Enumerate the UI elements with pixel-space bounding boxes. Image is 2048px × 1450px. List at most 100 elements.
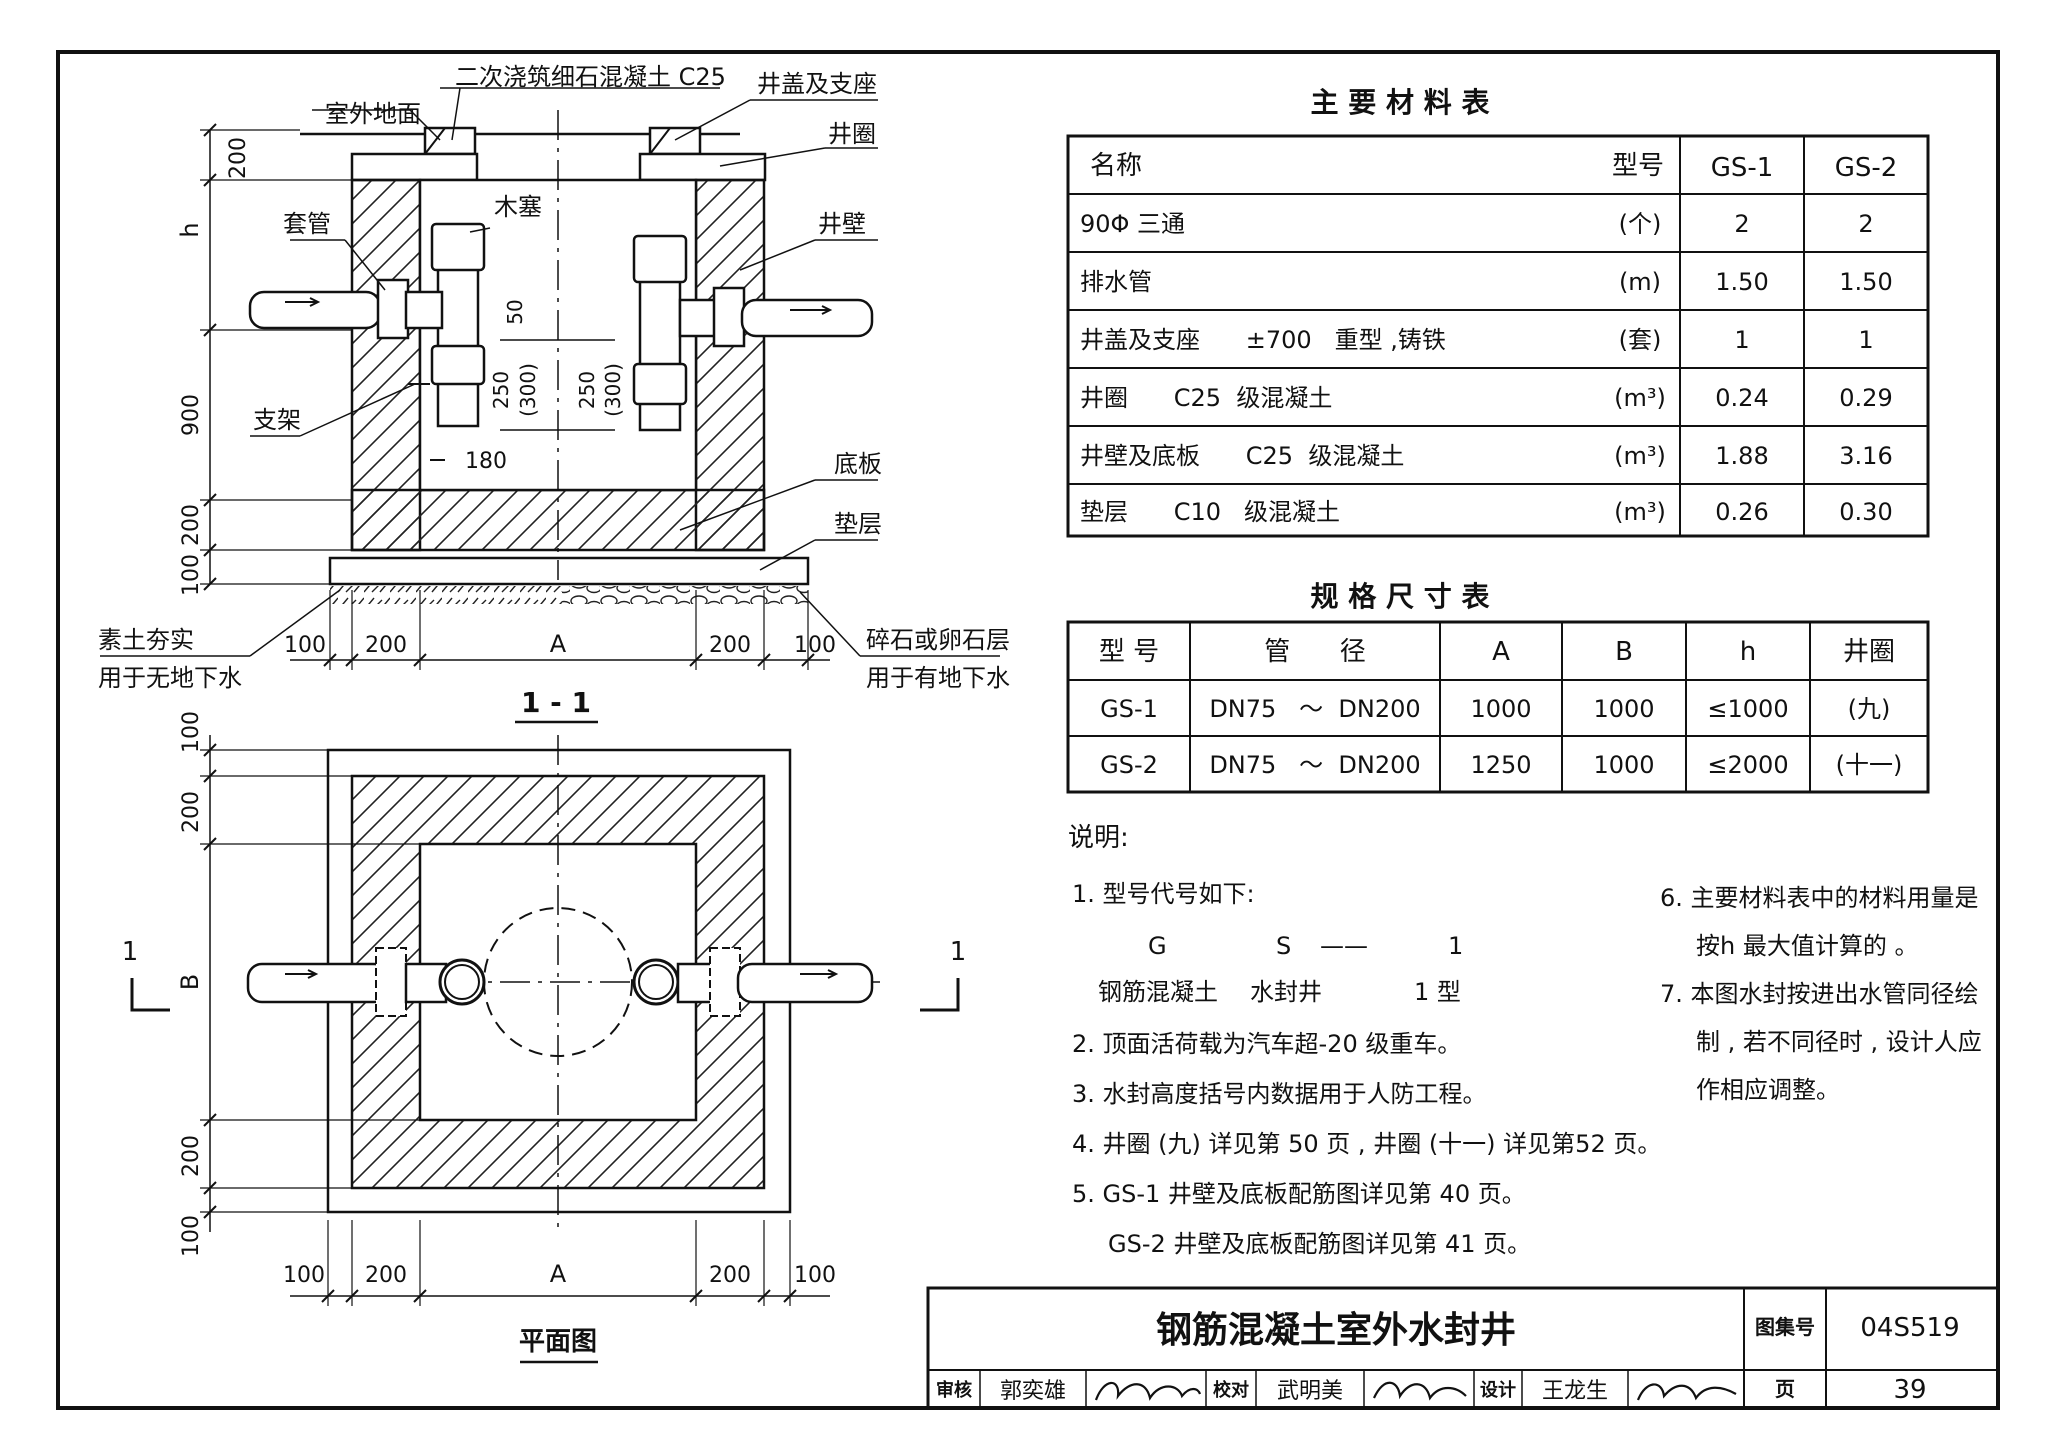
specs-row: GS-1 DN75 ～ DN200 1000 1000 ≤1000 (九) (1100, 695, 1890, 723)
cut-marker-right (920, 978, 960, 1012)
svg-text:1000: 1000 (1470, 695, 1531, 723)
dim-200-top: 200 (226, 137, 251, 179)
materials-title: 主 要 材 料 表 (1311, 86, 1490, 119)
materials-row: 排水管 (m) 1.50 1.50 (1080, 268, 1893, 296)
specs-row: GS-2 DN75 ～ DN200 1250 1000 ≤2000 (十一) (1100, 751, 1902, 779)
note-3: 3. 水封高度括号内数据用于人防工程。 (1072, 1080, 1487, 1108)
svg-text:0.30: 0.30 (1839, 498, 1892, 526)
plan-tee-right (632, 958, 680, 1006)
section-1-1: 室外地面 二次浇筑细石混凝土 C25 井盖及支座 井圈 井壁 套管 木塞 支架 … (98, 63, 1010, 724)
plan-dim-100-right: 100 (794, 1263, 836, 1288)
dim-900: 900 (179, 394, 204, 436)
svg-text:0.29: 0.29 (1839, 384, 1892, 412)
plan-dim-B: B (176, 974, 204, 990)
svg-text:≤1000: ≤1000 (1707, 695, 1788, 723)
svg-text:井盖及支座 ±700 重型 ,铸铁: 井盖及支座 ±700 重型 ,铸铁 (1080, 326, 1446, 354)
svg-text:井圈: 井圈 (1843, 637, 1895, 667)
label-soil-note: 用于无地下水 (98, 664, 242, 692)
svg-text:1.88: 1.88 (1715, 442, 1768, 470)
note-code-label-1: 钢筋混凝土 (1098, 978, 1218, 1006)
dim-50: 50 (503, 299, 527, 324)
well-ring-left (350, 152, 479, 182)
materials-header-name: 名称 (1090, 151, 1142, 181)
well-wall-right (694, 178, 766, 552)
checker-name: 武明美 (1277, 1379, 1343, 1404)
svg-text:管 径: 管 径 (1264, 637, 1366, 667)
dim-250-right: 250 (575, 371, 599, 409)
materials-row: 垫层 C10 级混凝土 (m³) 0.26 0.30 (1080, 498, 1893, 526)
svg-text:0.24: 0.24 (1715, 384, 1768, 412)
label-wall: 井壁 (818, 210, 866, 238)
svg-text:1000: 1000 (1593, 695, 1654, 723)
cushion-layer (328, 556, 810, 586)
plan-title: 平面图 (519, 1327, 597, 1357)
wood-plug (430, 222, 486, 272)
svg-text:GS-2: GS-2 (1100, 751, 1158, 779)
notes-heading: 说明: (1068, 823, 1129, 853)
sleeve-right (712, 286, 746, 348)
sleeve-left (376, 278, 410, 340)
plan-tee-left (438, 958, 486, 1006)
svg-text:3.16: 3.16 (1839, 442, 1892, 470)
check-label: 校对 (1213, 1379, 1249, 1401)
plan-view: 1 1 100 200 B 200 100 100 (122, 711, 966, 1364)
label-cushion: 垫层 (834, 510, 882, 538)
materials-header-gs2: GS-2 (1835, 153, 1898, 183)
svg-text:1250: 1250 (1470, 751, 1531, 779)
dim-200-bottom: 200 (179, 504, 204, 546)
label-secondary-concrete: 二次浇筑细石混凝土 C25 (455, 63, 726, 91)
dim-200-right: 200 (709, 633, 751, 658)
svg-text:(m): (m) (1619, 268, 1661, 296)
plan-dim-200-right: 200 (709, 1263, 751, 1288)
atlas-number: 04S519 (1860, 1313, 1959, 1343)
plan-sleeve-left (375, 947, 407, 1017)
svg-text:(m³): (m³) (1614, 498, 1666, 526)
section-title: 1 - 1 (521, 686, 591, 719)
label-gravel-note: 用于有地下水 (866, 664, 1010, 692)
svg-text:型 号: 型 号 (1099, 637, 1159, 667)
svg-text:1000: 1000 (1593, 751, 1654, 779)
plan-sleeve-right (709, 947, 741, 1017)
label-bracket: 支架 (253, 406, 301, 434)
plan-outlet-pipe (736, 962, 874, 1004)
review-label: 审核 (936, 1379, 972, 1401)
page-number: 39 (1893, 1375, 1926, 1405)
svg-text:1: 1 (1734, 326, 1749, 354)
svg-text:0.26: 0.26 (1715, 498, 1768, 526)
spec-table: 规 格 尺 寸 表 型 号 管 径 A B h 井圈 GS-1 DN75 ～ D… (1066, 580, 1930, 794)
dim-200-left: 200 (365, 633, 407, 658)
svg-text:井圈 C25 级混凝土: 井圈 C25 级混凝土 (1080, 384, 1332, 412)
svg-text:A: A (1492, 637, 1510, 667)
flow-arrow-out (790, 305, 833, 315)
svg-text:1.50: 1.50 (1839, 268, 1892, 296)
dim-300-right: (300) (601, 363, 625, 417)
label-plug: 木塞 (494, 193, 542, 221)
svg-text:(m³): (m³) (1614, 442, 1666, 470)
label-cover: 井盖及支座 (757, 70, 877, 98)
dim-100-left: 100 (284, 633, 326, 658)
note-1: 1. 型号代号如下: (1072, 880, 1255, 908)
svg-text:1.50: 1.50 (1715, 268, 1768, 296)
materials-row: 井圈 C25 级混凝土 (m³) 0.24 0.29 (1080, 384, 1893, 412)
design-label: 设计 (1480, 1379, 1516, 1401)
svg-text:(套): (套) (1619, 326, 1662, 354)
materials-row: 90Φ 三通 (个) 2 2 (1080, 210, 1874, 238)
svg-text:(九): (九) (1848, 695, 1891, 723)
dim-100-right: 100 (794, 633, 836, 658)
flow-arrow-in (285, 297, 321, 307)
svg-text:(十一): (十一) (1836, 751, 1903, 779)
materials-row: 井盖及支座 ±700 重型 ,铸铁 (套) 1 1 (1080, 326, 1874, 354)
svg-text:90Φ 三通: 90Φ 三通 (1080, 210, 1185, 238)
atlas-label: 图集号 (1755, 1315, 1815, 1339)
drawing-title: 钢筋混凝土室外水封井 (1156, 1310, 1516, 1351)
svg-text:2: 2 (1858, 210, 1873, 238)
label-gravel: 碎石或卵石层 (866, 626, 1010, 654)
notes: 说明: 1. 型号代号如下: G S —— 1 钢筋混凝土 水封井 1 型 2.… (1068, 823, 1982, 1258)
note-7b: 制 , 若不同径时 , 设计人应 (1696, 1028, 1982, 1056)
svg-text:GS-1: GS-1 (1100, 695, 1158, 723)
svg-text:(个): (个) (1619, 210, 1662, 238)
svg-text:DN75 ～ DN200: DN75 ～ DN200 (1209, 751, 1420, 779)
designer-signature (1636, 1383, 1737, 1401)
checker-signature (1372, 1381, 1467, 1401)
